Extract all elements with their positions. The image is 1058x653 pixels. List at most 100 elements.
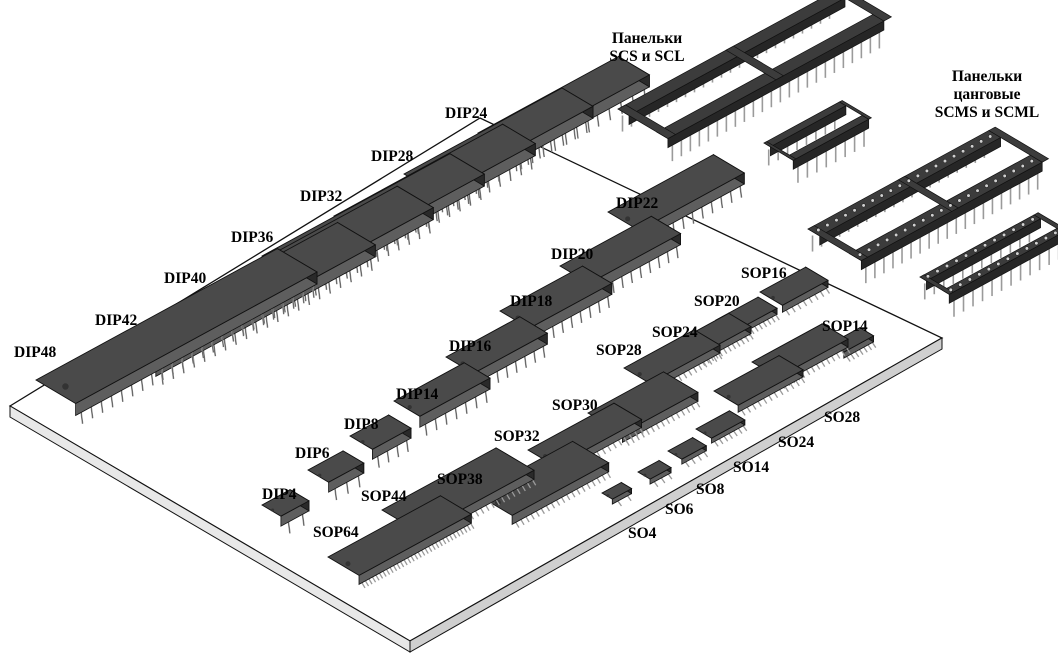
chip-top bbox=[393, 362, 491, 417]
collet-hole bbox=[982, 243, 988, 248]
label-sop20: SOP20 bbox=[694, 293, 740, 310]
pin1-notch bbox=[637, 372, 642, 377]
label-dip4: DIP4 bbox=[262, 486, 297, 503]
so14-package bbox=[695, 410, 748, 447]
caption-scms-line1: Панельки bbox=[952, 68, 1022, 85]
sockets-layer bbox=[617, 0, 1058, 317]
collet-hole bbox=[924, 168, 929, 173]
pin1-notch bbox=[345, 561, 351, 567]
collet-hole bbox=[912, 223, 917, 228]
pin1-notch bbox=[625, 216, 631, 222]
label-sop32: SOP32 bbox=[494, 428, 540, 445]
caption-scs-line2: SCS и SCL bbox=[609, 48, 684, 65]
chips-layer bbox=[35, 55, 877, 589]
caption-scms-line3: SCMS и SCML bbox=[935, 104, 1040, 121]
collet-hole bbox=[825, 223, 830, 228]
collet-hole bbox=[921, 218, 926, 223]
collet-hole bbox=[906, 178, 911, 183]
label-so14: SO14 bbox=[733, 459, 769, 476]
collet-hole bbox=[984, 183, 989, 188]
dip4-package bbox=[261, 488, 310, 534]
collet-hole bbox=[944, 263, 950, 269]
collet-hole bbox=[870, 198, 875, 203]
label-sop44: SOP44 bbox=[361, 488, 407, 505]
collet-hole bbox=[1030, 217, 1035, 222]
label-dip24: DIP24 bbox=[445, 105, 487, 122]
collet-hole bbox=[843, 213, 848, 218]
chip-top bbox=[695, 410, 746, 439]
label-dip48: DIP48 bbox=[14, 344, 56, 361]
collet-hole bbox=[1024, 246, 1029, 251]
label-dip40: DIP40 bbox=[164, 270, 206, 287]
label-dip32: DIP32 bbox=[300, 188, 342, 205]
label-so24: SO24 bbox=[778, 434, 814, 451]
dip8-package bbox=[349, 414, 412, 468]
pin1-notch bbox=[726, 394, 731, 399]
collet-hole bbox=[973, 248, 978, 253]
scms-socket-small bbox=[919, 212, 1058, 317]
collet-hole bbox=[816, 227, 821, 233]
collet-hole bbox=[888, 188, 893, 193]
socket-crossbar bbox=[919, 274, 954, 295]
collet-hole bbox=[915, 173, 920, 178]
sop64-package bbox=[327, 495, 475, 589]
scms-socket-large bbox=[807, 126, 1050, 284]
collet-hole bbox=[1021, 222, 1026, 227]
caption-scms-line2: цанговые bbox=[954, 86, 1021, 103]
socket-crossbar bbox=[807, 225, 869, 262]
scs-socket-large bbox=[617, 0, 893, 162]
label-dip20: DIP20 bbox=[551, 246, 593, 263]
collet-hole bbox=[958, 282, 963, 287]
collet-hole bbox=[1020, 164, 1025, 169]
collet-hole bbox=[879, 193, 884, 198]
label-dip28: DIP28 bbox=[371, 148, 413, 165]
collet-hole bbox=[1002, 232, 1007, 237]
pin1-notch bbox=[674, 453, 678, 457]
label-dip16: DIP16 bbox=[449, 338, 491, 355]
socket-crossbar bbox=[838, 100, 873, 120]
collet-hole bbox=[852, 208, 857, 213]
socket-crossbar bbox=[897, 175, 959, 212]
pin1-notch bbox=[703, 431, 707, 435]
collet-hole bbox=[986, 267, 991, 272]
label-sop64: SOP64 bbox=[313, 524, 359, 541]
collet-hole bbox=[993, 178, 998, 183]
collet-hole bbox=[977, 272, 982, 277]
collet-hole bbox=[967, 277, 972, 282]
so6-package bbox=[637, 459, 673, 488]
collet-hole bbox=[925, 274, 931, 279]
sop-labels: SOP16 SOP20 SOP14 SOP24 SOP28 SOP30 SOP3… bbox=[313, 265, 868, 541]
collet-hole bbox=[861, 203, 866, 208]
so4-package bbox=[601, 481, 633, 507]
collet-hole bbox=[935, 269, 940, 274]
sop38-package bbox=[475, 440, 612, 528]
label-sop24: SOP24 bbox=[652, 324, 698, 341]
collet-hole bbox=[1015, 251, 1020, 256]
dip6-package bbox=[307, 450, 365, 501]
collet-hole bbox=[876, 242, 881, 247]
collet-hole bbox=[970, 144, 975, 149]
dip-labels: DIP48 DIP42 DIP40 DIP36 DIP32 DIP28 DIP2… bbox=[14, 105, 658, 503]
collet-hole bbox=[966, 193, 971, 198]
chip-top bbox=[607, 154, 746, 231]
collet-hole bbox=[1053, 230, 1058, 235]
pin1-notch bbox=[771, 295, 775, 300]
label-sop16: SOP16 bbox=[741, 265, 787, 282]
dip48-package bbox=[35, 247, 318, 424]
chip-top bbox=[667, 437, 708, 460]
socket-crossbar bbox=[1033, 212, 1058, 230]
collet-hole bbox=[1043, 236, 1048, 241]
collet-hole bbox=[857, 252, 863, 257]
so24-package bbox=[713, 354, 806, 416]
socket-crossbar bbox=[988, 126, 1050, 163]
chip-top bbox=[35, 248, 318, 405]
collet-hole bbox=[942, 159, 948, 164]
label-dip14: DIP14 bbox=[396, 386, 438, 403]
socket-crossbar bbox=[847, 0, 893, 22]
socket-crossbar bbox=[617, 104, 677, 140]
collet-hole bbox=[988, 134, 993, 139]
scs-socket-small bbox=[763, 100, 873, 183]
collet-hole bbox=[933, 163, 939, 169]
collet-hole bbox=[979, 139, 984, 144]
